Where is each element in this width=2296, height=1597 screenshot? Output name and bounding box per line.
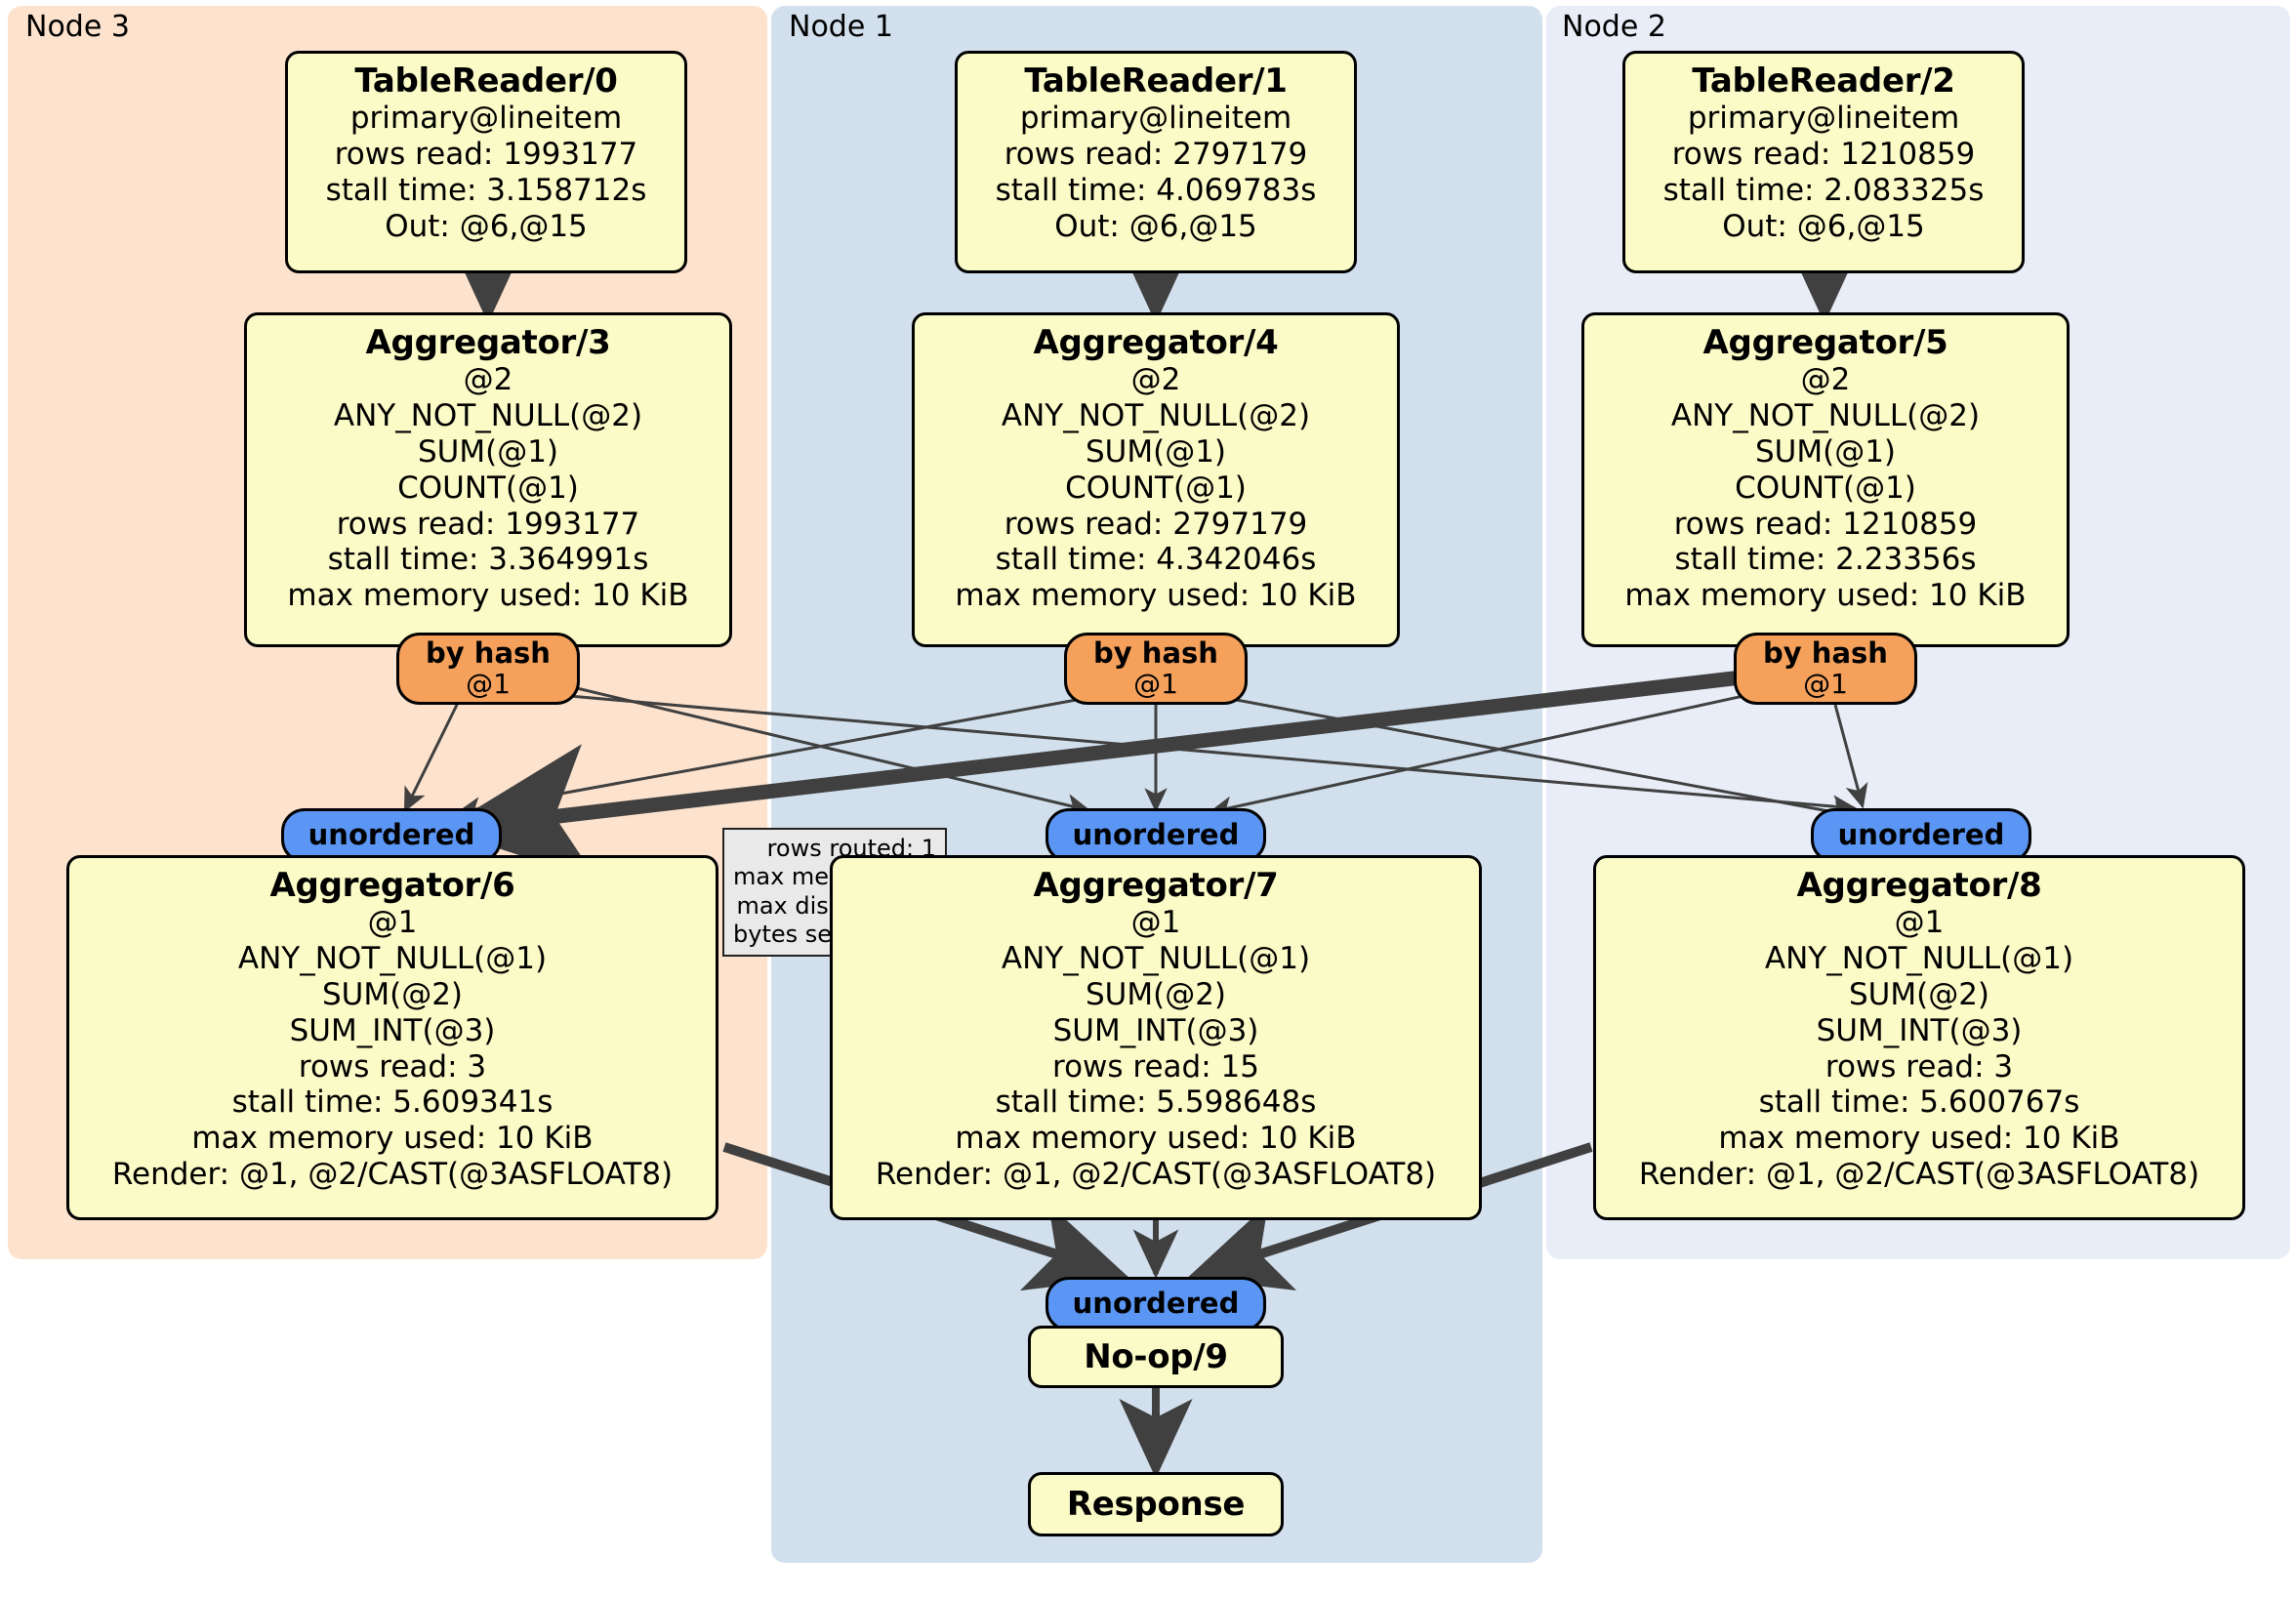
node-line: ANY_NOT_NULL(@2) xyxy=(1001,397,1311,433)
cluster-node1-label: Node 1 xyxy=(789,10,893,44)
node-line: max memory used: 10 KiB xyxy=(955,1121,1357,1157)
node-line: SUM(@2) xyxy=(321,976,464,1012)
node-line: SUM_INT(@3) xyxy=(1052,1012,1259,1048)
node-aggregator4[interactable]: Aggregator/4 @2 ANY_NOT_NULL(@2) SUM(@1)… xyxy=(912,312,1400,647)
node-line: primary@lineitem xyxy=(1687,101,1960,137)
node-line: primary@lineitem xyxy=(349,101,623,137)
node-line: SUM_INT(@3) xyxy=(1816,1012,2023,1048)
receiver-label: unordered xyxy=(1837,818,2005,852)
node-line: stall time: 5.600767s xyxy=(1758,1085,2080,1121)
node-line: Out: @6,@15 xyxy=(1054,208,1257,244)
node-line: Out: @6,@15 xyxy=(385,208,588,244)
router-label: by hash xyxy=(426,635,551,670)
node-line: ANY_NOT_NULL(@1) xyxy=(1764,940,2074,976)
node-line: ANY_NOT_NULL(@2) xyxy=(333,397,643,433)
node-title: Aggregator/6 xyxy=(269,866,515,905)
node-aggregator3[interactable]: Aggregator/3 @2 ANY_NOT_NULL(@2) SUM(@1)… xyxy=(244,312,732,647)
node-line: rows read: 15 xyxy=(1052,1048,1259,1085)
node-line: SUM(@1) xyxy=(417,433,559,470)
node-title: No-op/9 xyxy=(1084,1336,1228,1376)
router-label: by hash xyxy=(1093,635,1218,670)
node-line: max memory used: 10 KiB xyxy=(191,1121,594,1157)
node-line: Render: @1, @2/CAST(@3ASFLOAT8) xyxy=(111,1157,674,1193)
node-line: rows read: 2797179 xyxy=(1004,506,1308,542)
receiver-label: unordered xyxy=(308,818,475,852)
node-noop9[interactable]: No-op/9 xyxy=(1028,1326,1284,1388)
node-line: SUM(@2) xyxy=(1085,976,1227,1012)
node-line: max memory used: 10 KiB xyxy=(1624,578,2027,614)
node-title: Aggregator/3 xyxy=(365,323,611,362)
node-line: Render: @1, @2/CAST(@3ASFLOAT8) xyxy=(875,1157,1437,1193)
node-line: SUM(@2) xyxy=(1848,976,1990,1012)
node-line: stall time: 2.23356s xyxy=(1674,542,1977,578)
node-line: ANY_NOT_NULL(@2) xyxy=(1670,397,1981,433)
node-line: stall time: 5.598648s xyxy=(995,1085,1317,1121)
router-by-hash-4[interactable]: by hash @1 xyxy=(1064,633,1248,705)
node-line: @2 xyxy=(1130,362,1181,398)
node-line: @2 xyxy=(463,362,513,398)
node-aggregator7[interactable]: Aggregator/7 @1 ANY_NOT_NULL(@1) SUM(@2)… xyxy=(830,855,1482,1220)
router-by-hash-5[interactable]: by hash @1 xyxy=(1734,633,1917,705)
receiver-label: unordered xyxy=(1072,1287,1240,1321)
router-sublabel: @1 xyxy=(1803,667,1848,700)
receiver-unordered-9[interactable]: unordered xyxy=(1046,1277,1266,1331)
router-sublabel: @1 xyxy=(1133,667,1178,700)
node-line: rows read: 3 xyxy=(298,1048,487,1085)
node-tablereader0[interactable]: TableReader/0 primary@lineitem rows read… xyxy=(285,51,687,273)
receiver-unordered-8[interactable]: unordered xyxy=(1811,808,2031,863)
node-aggregator6[interactable]: Aggregator/6 @1 ANY_NOT_NULL(@1) SUM(@2)… xyxy=(66,855,718,1220)
node-line: max memory used: 10 KiB xyxy=(287,578,689,614)
node-title: TableReader/1 xyxy=(1024,61,1288,101)
node-response[interactable]: Response xyxy=(1028,1472,1284,1536)
node-line: stall time: 3.364991s xyxy=(327,542,649,578)
node-line: @1 xyxy=(1894,905,1945,941)
cluster-node3-label: Node 3 xyxy=(25,10,130,44)
router-by-hash-3[interactable]: by hash @1 xyxy=(396,633,580,705)
node-line: rows read: 1210859 xyxy=(1673,506,1978,542)
node-line: stall time: 5.609341s xyxy=(231,1085,554,1121)
node-line: COUNT(@1) xyxy=(1065,470,1247,506)
node-line: SUM(@1) xyxy=(1085,433,1227,470)
cluster-node2-label: Node 2 xyxy=(1562,10,1666,44)
node-line: rows read: 2797179 xyxy=(1004,136,1308,172)
node-line: Render: @1, @2/CAST(@3ASFLOAT8) xyxy=(1638,1157,2200,1193)
node-line: rows read: 1993177 xyxy=(336,506,640,542)
node-line: rows read: 1993177 xyxy=(334,136,638,172)
node-tablereader2[interactable]: TableReader/2 primary@lineitem rows read… xyxy=(1622,51,2025,273)
node-title: Response xyxy=(1066,1484,1246,1524)
node-title: Aggregator/4 xyxy=(1033,323,1279,362)
node-line: Out: @6,@15 xyxy=(1722,208,1925,244)
node-title: TableReader/2 xyxy=(1692,61,1955,101)
node-title: Aggregator/7 xyxy=(1033,866,1279,905)
node-line: rows read: 1210859 xyxy=(1671,136,1976,172)
node-tablereader1[interactable]: TableReader/1 primary@lineitem rows read… xyxy=(955,51,1357,273)
node-line: @1 xyxy=(367,905,418,941)
node-line: COUNT(@1) xyxy=(397,470,579,506)
node-line: stall time: 3.158712s xyxy=(325,172,647,208)
node-line: COUNT(@1) xyxy=(1735,470,1916,506)
node-line: stall time: 4.342046s xyxy=(995,542,1317,578)
router-label: by hash xyxy=(1763,635,1888,670)
node-line: stall time: 4.069783s xyxy=(995,172,1317,208)
node-line: SUM_INT(@3) xyxy=(289,1012,496,1048)
node-line: ANY_NOT_NULL(@1) xyxy=(237,940,548,976)
node-line: stall time: 2.083325s xyxy=(1662,172,1985,208)
node-title: Aggregator/5 xyxy=(1702,323,1948,362)
node-title: Aggregator/8 xyxy=(1796,866,2042,905)
node-title: TableReader/0 xyxy=(354,61,618,101)
router-sublabel: @1 xyxy=(466,667,511,700)
node-line: primary@lineitem xyxy=(1019,101,1292,137)
node-line: @2 xyxy=(1800,362,1851,398)
node-aggregator5[interactable]: Aggregator/5 @2 ANY_NOT_NULL(@2) SUM(@1)… xyxy=(1581,312,2070,647)
node-line: max memory used: 10 KiB xyxy=(955,578,1357,614)
node-aggregator8[interactable]: Aggregator/8 @1 ANY_NOT_NULL(@1) SUM(@2)… xyxy=(1593,855,2245,1220)
node-line: rows read: 3 xyxy=(1824,1048,2014,1085)
node-line: @1 xyxy=(1130,905,1181,941)
node-line: max memory used: 10 KiB xyxy=(1718,1121,2120,1157)
receiver-label: unordered xyxy=(1072,818,1240,852)
node-line: SUM(@1) xyxy=(1754,433,1897,470)
node-line: ANY_NOT_NULL(@1) xyxy=(1001,940,1311,976)
receiver-unordered-7[interactable]: unordered xyxy=(1046,808,1266,863)
